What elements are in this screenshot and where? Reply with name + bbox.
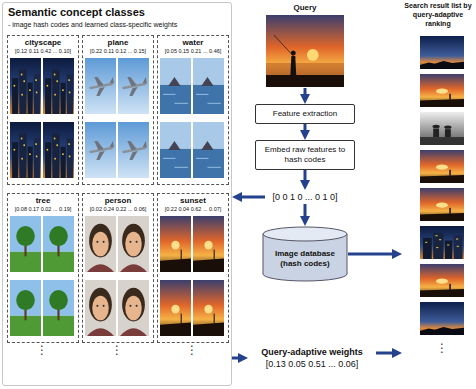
result-title: Search result list by query-adaptive ran…: [402, 2, 474, 29]
class-weights: [0.22 0.04 0.62 ... 0.07]: [165, 206, 222, 213]
flow-arrow: [304, 88, 307, 94]
photo-thumbnail: [420, 150, 464, 183]
class-weights: [0.05 0.15 0.21 ... 0.46]: [165, 48, 222, 55]
class-name: cityscape: [25, 38, 61, 48]
photo-thumbnail: [160, 58, 191, 114]
photo-thumbnail: [43, 216, 74, 272]
photo-thumbnail: [85, 58, 116, 114]
photo-thumbnail: [193, 122, 224, 178]
photo-thumbnail: [420, 74, 464, 107]
photo-thumbnail: [118, 122, 149, 178]
weights-block: Query-adaptive weights[0.13 0.05 0.51 ..…: [248, 336, 376, 380]
photo-thumbnail: [420, 36, 464, 69]
flow-arrow: [242, 196, 265, 199]
weights-vector: [0.13 0.05 0.51 ... 0.06]: [266, 358, 359, 370]
class-name: person: [105, 196, 132, 206]
photo-thumbnail: [43, 58, 74, 114]
flow-arrow: [376, 352, 392, 355]
hash-code: [0 0 1 0 ... 0 1 0]: [265, 190, 345, 204]
photo-thumbnail: [10, 216, 41, 272]
process-text: Feature extraction: [273, 109, 337, 119]
photo-thumbnail: [160, 122, 191, 178]
ellipsis-mark: ⋮: [36, 343, 48, 357]
class-weights: [0.08 0.17 0.02 ... 0.19]: [15, 206, 72, 213]
cylinder-top: [263, 227, 347, 241]
query-photo: [266, 15, 344, 87]
photo-thumbnail: [118, 58, 149, 114]
flow-arrow: [304, 170, 307, 180]
photo-thumbnail: [420, 188, 464, 221]
photo-thumbnail: [193, 280, 224, 336]
query-image: Query: [258, 2, 352, 88]
photo-thumbnail: [420, 226, 464, 259]
database-text: Image database (hash codes): [269, 249, 341, 269]
photo-thumbnail: [420, 302, 464, 335]
photo-thumbnail: [193, 58, 224, 114]
panel-title: Semantic concept classes: [3, 3, 145, 19]
class-box: tree[0.08 0.17 0.02 ... 0.19]: [7, 193, 79, 343]
flow-arrow: [232, 357, 238, 360]
photo-thumbnail: [118, 280, 149, 336]
process-box: Embed raw features to hash codes: [255, 140, 355, 170]
photo-thumbnail: [10, 122, 41, 178]
database-cylinder: Image database (hash codes): [262, 226, 348, 282]
hash-code-text: [0 0 1 0 ... 0 1 0]: [272, 192, 337, 203]
cylinder-side: [347, 234, 348, 274]
panel-subtitle: - image hash codes and learned class-spe…: [3, 19, 177, 29]
photo-thumbnail: [43, 122, 74, 178]
class-photos: [10, 58, 224, 336]
photo-thumbnail: [85, 216, 116, 272]
class-name: plane: [108, 38, 129, 48]
photo-thumbnail: [118, 216, 149, 272]
photo-thumbnail: [85, 122, 116, 178]
process-box: Feature extraction: [255, 104, 355, 124]
photo-thumbnail: [43, 280, 74, 336]
class-box: sunset[0.22 0.04 0.62 ... 0.07]: [157, 193, 229, 343]
ellipsis-mark: ⋮: [111, 343, 123, 357]
cylinder-side: [263, 234, 264, 274]
concept-panel: Semantic concept classes- image hash cod…: [2, 2, 232, 386]
photo-thumbnail: [420, 264, 464, 297]
class-box: cityscape[0.12 0.11 0.42 ... 0.10]: [7, 35, 79, 185]
flow-arrow: [304, 204, 307, 216]
class-weights: [0.12 0.11 0.42 ... 0.10]: [15, 48, 71, 55]
query-label: Query: [293, 2, 316, 13]
class-name: sunset: [180, 196, 206, 206]
class-name: tree: [36, 196, 51, 206]
process-text: Embed raw features to hash codes: [259, 145, 351, 165]
class-box: plane[0.22 0.11 0.12 ... 0.15]: [82, 35, 154, 185]
photo-thumbnail: [160, 280, 191, 336]
photo-thumbnail: [85, 280, 116, 336]
photo-thumbnail: [10, 58, 41, 114]
class-weights: [0.02 0.24 0.22 ... 0.06]: [90, 206, 147, 213]
class-weights: [0.22 0.11 0.12 ... 0.15]: [90, 48, 146, 55]
flow-arrow: [348, 253, 392, 256]
weights-title: Query-adaptive weights: [261, 346, 363, 358]
ellipsis-mark: ⋮: [186, 343, 198, 357]
flow-arrow: [304, 124, 307, 130]
photo-thumbnail: [420, 112, 464, 145]
class-box: person[0.02 0.24 0.22 ... 0.06]: [82, 193, 154, 343]
photo-thumbnail: [10, 280, 41, 336]
ellipsis-mark: ⋮: [436, 341, 448, 355]
photo-thumbnail: [193, 216, 224, 272]
class-name: water: [183, 38, 204, 48]
class-box: water[0.05 0.15 0.21 ... 0.46]: [157, 35, 229, 185]
result-photos: [420, 36, 464, 335]
result-list: Search result list by query-adaptive ran…: [402, 2, 474, 370]
photo-thumbnail: [160, 216, 191, 272]
